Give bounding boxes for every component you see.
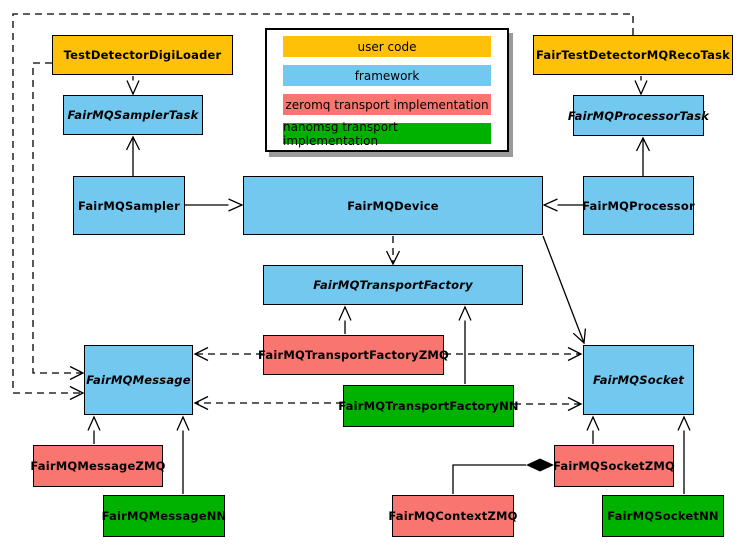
node-fairmq-message: FairMQMessage bbox=[84, 345, 193, 415]
node-fairmq-sampler: FairMQSampler bbox=[73, 176, 185, 235]
legend-item-framework: framework bbox=[283, 65, 491, 86]
legend-item-zeromq: zeromq transport implementation bbox=[283, 94, 491, 115]
node-fairmq-transport-factory-nn: FairMQTransportFactoryNN bbox=[338, 385, 519, 427]
edge-device-socket bbox=[542, 235, 587, 345]
legend-item-nanomsg: nanomsg transport implementation bbox=[283, 120, 491, 148]
node-fairmq-transport-factory-zmq: FairMQTransportFactoryZMQ bbox=[258, 335, 449, 375]
node-fairmq-socket-zmq: FairMQSocketZMQ bbox=[553, 445, 675, 487]
legend-box: user code framework zeromq transport imp… bbox=[265, 28, 509, 152]
node-test-detector-digi-loader: TestDetectorDigiLoader bbox=[52, 35, 233, 75]
node-fairmq-sampler-task: FairMQSamplerTask bbox=[63, 95, 203, 135]
node-fairmq-socket-nn: FairMQSocketNN bbox=[602, 495, 724, 537]
node-fairmq-device: FairMQDevice bbox=[243, 176, 543, 235]
node-fairmq-message-zmq: FairMQMessageZMQ bbox=[30, 445, 165, 487]
node-fairmq-socket: FairMQSocket bbox=[583, 345, 694, 415]
edge-contextzmq-socketzmq bbox=[452, 464, 526, 494]
legend-item-user-code: user code bbox=[283, 36, 491, 57]
node-fairmq-transport-factory: FairMQTransportFactory bbox=[263, 265, 523, 305]
node-fairmq-context-zmq: FairMQContextZMQ bbox=[388, 495, 517, 537]
node-fair-test-detector-mq-reco-task: FairTestDetectorMQRecoTask bbox=[533, 35, 733, 75]
composition-diamond-icon bbox=[526, 458, 554, 472]
node-fairmq-processor: FairMQProcessor bbox=[582, 176, 695, 235]
node-fairmq-processor-task: FairMQProcessorTask bbox=[568, 95, 709, 136]
node-fairmq-message-nn: FairMQMessageNN bbox=[102, 495, 226, 537]
